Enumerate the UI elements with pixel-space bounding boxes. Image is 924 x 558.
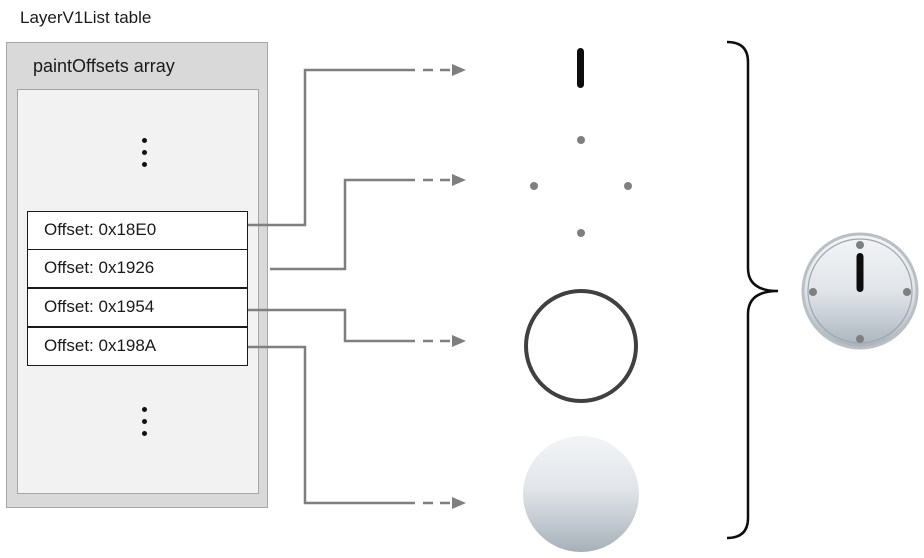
offset-row-0: Offset: 0x18E0 [27,211,248,250]
connector-2 [248,308,452,343]
offset-row-2: Offset: 0x1954 [27,288,248,327]
layer-ring-shape [524,289,638,403]
composite-clock [801,232,919,350]
array-title: paintOffsets array [33,56,175,76]
arrowhead-3 [452,497,466,509]
table-title: LayerV1List table [20,8,152,27]
connector-3 [248,345,452,505]
connector-1 [270,178,452,271]
layer-hand-shape [577,48,584,88]
curly-brace [726,40,779,540]
ellipsis-bottom [142,407,148,443]
arrowhead-1 [452,174,466,186]
layer-tick-dots [530,136,632,237]
arrowhead-0 [452,64,466,76]
offset-row-3: Offset: 0x198A [27,327,248,366]
ellipsis-top [142,138,148,174]
connector-0 [248,68,452,227]
layer-gradient-disc [523,436,639,552]
offset-row-1: Offset: 0x1926 [27,249,248,288]
arrowhead-2 [452,335,466,347]
